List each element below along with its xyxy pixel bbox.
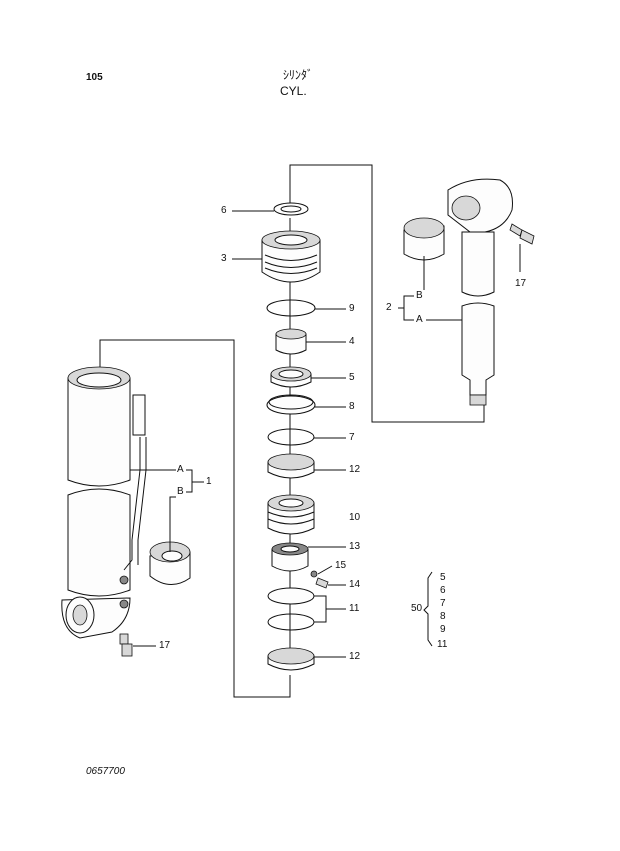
callout-3: 3 — [221, 253, 227, 264]
callout-8: 8 — [349, 401, 355, 412]
callout-2-b: B — [416, 290, 423, 301]
leader-lines — [130, 210, 521, 658]
part-4-bushing — [275, 328, 307, 355]
part-17-grease-fitting-right — [509, 223, 535, 245]
callout-10: 10 — [349, 512, 361, 523]
callout-1-a: A — [177, 464, 184, 475]
callout-2: 2 — [386, 302, 392, 313]
callout-4: 4 — [349, 336, 355, 347]
callout-11: 11 — [349, 603, 360, 614]
part-2-rod-lower — [461, 302, 495, 406]
callout-2-a: A — [416, 314, 423, 325]
part-8-ring — [266, 394, 316, 415]
port-fitting — [119, 599, 129, 609]
part-10-piston — [267, 494, 315, 535]
port-fitting — [119, 575, 129, 585]
callout-12-lower: 12 — [349, 651, 361, 662]
callout-7: 7 — [349, 432, 355, 443]
callout-1: 1 — [206, 476, 212, 487]
part-5-seal — [270, 366, 312, 388]
kit-item: 6 — [440, 585, 446, 596]
kit-item: 9 — [440, 624, 446, 635]
part-12-wear-ring — [267, 453, 315, 479]
part-15-ball — [310, 570, 318, 578]
part-3-gland — [261, 230, 321, 283]
callout-9: 9 — [349, 303, 355, 314]
kit-number: 50 — [411, 603, 423, 614]
part-1-cylinder-tube — [61, 366, 147, 639]
callout-17-left: 17 — [159, 640, 171, 651]
kit-item: 7 — [440, 598, 446, 609]
page-number: 105 — [86, 72, 103, 83]
part-13-nut — [271, 542, 309, 572]
callout-17-right: 17 — [515, 278, 527, 289]
part-2b-bushing — [403, 217, 445, 261]
callout-1-b: B — [177, 486, 184, 497]
title-english: CYL. — [280, 84, 307, 98]
part-14-setscrew — [315, 577, 329, 589]
assembly-path-line — [99, 339, 291, 698]
part-11-rings — [267, 587, 315, 631]
kit-item: 5 — [440, 572, 446, 583]
callout-6: 6 — [221, 205, 227, 216]
callout-13: 13 — [349, 541, 361, 552]
callout-5: 5 — [349, 372, 355, 383]
part-2-rod-eye — [447, 178, 513, 297]
part-9-oring — [266, 299, 316, 317]
part-12-wear-ring-lower — [267, 647, 315, 671]
title-japanese: ｼﾘﾝﾀﾞ — [283, 68, 314, 82]
part-17-grease-fitting-left — [119, 633, 133, 657]
part-7-oring — [267, 428, 315, 446]
part-6-seal — [273, 202, 309, 216]
drawing-number: 0657700 — [86, 766, 125, 777]
part-1b-bushing — [149, 541, 191, 585]
kit-item: 8 — [440, 611, 446, 622]
callout-14: 14 — [349, 579, 361, 590]
callout-15: 15 — [335, 560, 347, 571]
kit-item: 11 — [437, 639, 448, 650]
assembly-path-line — [289, 164, 485, 423]
callout-12-upper: 12 — [349, 464, 361, 475]
